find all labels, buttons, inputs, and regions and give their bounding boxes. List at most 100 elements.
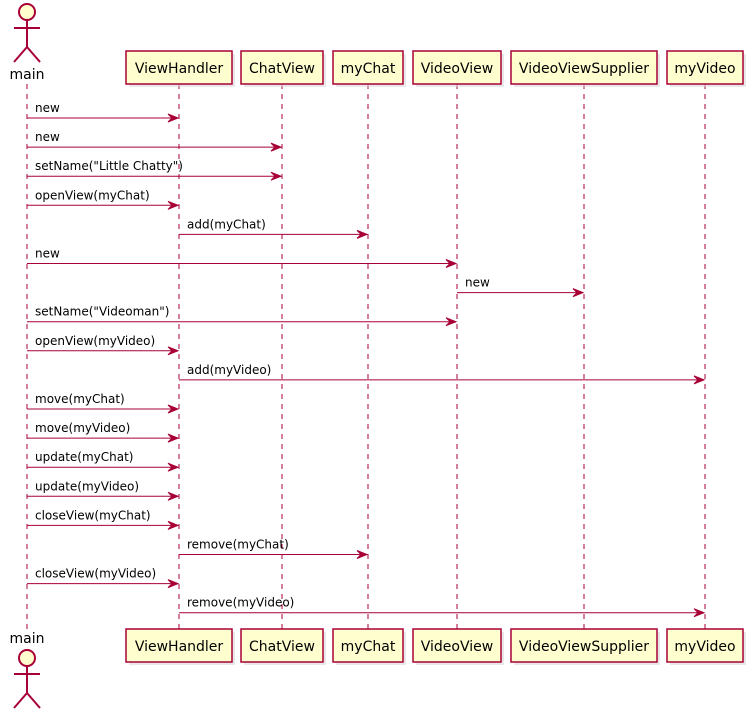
message-18: remove(myVideo) bbox=[179, 596, 706, 618]
bottom-videoview-box: VideoView bbox=[412, 628, 504, 665]
message-label: remove(myChat) bbox=[187, 538, 289, 552]
message-arrow-head bbox=[572, 288, 585, 298]
message-arrow-head bbox=[167, 346, 180, 356]
top-videoview-box: VideoView bbox=[412, 50, 504, 87]
message-label: new bbox=[35, 247, 60, 261]
message-arrow-head bbox=[167, 520, 180, 530]
message-5: add(myChat) bbox=[179, 217, 369, 239]
top-videoview-box-label: VideoView bbox=[421, 61, 493, 77]
message-7: new bbox=[457, 276, 585, 298]
message-3: setName("Little Chatty") bbox=[27, 159, 283, 181]
bottom-chatview-box: ChatView bbox=[240, 628, 326, 665]
message-2: new bbox=[27, 130, 283, 152]
bottom-myvideo-box-label: myVideo bbox=[674, 639, 735, 655]
top-myvideo-box-rect bbox=[666, 50, 744, 85]
bottom-chatview-box-label: ChatView bbox=[249, 639, 315, 655]
bottom-main-actor-leg-right bbox=[26, 692, 41, 709]
message-11: move(myChat) bbox=[27, 392, 180, 414]
message-arrow-head bbox=[356, 550, 369, 559]
message-8: setName("Videoman") bbox=[27, 305, 458, 327]
top-videoviewsupplier-box-rect bbox=[510, 50, 658, 85]
message-14: update(myVideo) bbox=[27, 479, 180, 501]
bottom-viewhandler-box: ViewHandler bbox=[125, 628, 235, 665]
message-label: closeView(myVideo) bbox=[35, 567, 156, 581]
bottom-videoview-box-label: VideoView bbox=[421, 639, 493, 655]
message-label: remove(myVideo) bbox=[187, 596, 294, 610]
message-arrow-head bbox=[693, 608, 706, 618]
message-arrow-head bbox=[167, 200, 180, 210]
top-myvideo-box: myVideo bbox=[666, 50, 746, 87]
bottom-videoview-box-rect bbox=[412, 628, 502, 663]
bottom-main-actor-head bbox=[18, 649, 36, 667]
message-arrow-head bbox=[356, 229, 369, 239]
top-viewhandler-box-rect bbox=[125, 50, 233, 85]
top-main-actor-label: main bbox=[10, 67, 45, 83]
top-chatview-box-rect bbox=[240, 50, 324, 85]
message-label: new bbox=[35, 130, 60, 144]
bottom-main-actor-leg-left bbox=[13, 692, 28, 709]
message-arrow-head bbox=[167, 462, 180, 472]
message-4: openView(myChat) bbox=[27, 188, 180, 210]
top-mychat-box-label: myChat bbox=[341, 61, 396, 77]
message-arrow-head bbox=[693, 375, 706, 385]
message-arrow-head bbox=[270, 142, 283, 152]
message-label: closeView(myChat) bbox=[35, 508, 151, 522]
top-videoviewsupplier-box-label: VideoViewSupplier bbox=[519, 61, 649, 77]
participants-top: main ViewHandler ChatView myChat VideoView Vi… bbox=[10, 3, 746, 87]
bottom-videoviewsupplier-box-label: VideoViewSupplier bbox=[519, 639, 649, 655]
bottom-viewhandler-box-rect bbox=[125, 628, 233, 663]
message-label: setName("Videoman") bbox=[35, 305, 169, 319]
message-6: new bbox=[27, 247, 458, 268]
lifelines bbox=[26, 84, 706, 629]
message-label: add(myVideo) bbox=[187, 363, 271, 377]
top-viewhandler-box: ViewHandler bbox=[125, 50, 235, 87]
message-10: add(myVideo) bbox=[179, 363, 706, 385]
bottom-mychat-box-rect bbox=[332, 628, 404, 663]
bottom-viewhandler-box-label: ViewHandler bbox=[135, 639, 224, 655]
bottom-chatview-box-rect bbox=[240, 628, 324, 663]
top-main-actor: main bbox=[10, 3, 45, 83]
message-label: openView(myVideo) bbox=[35, 334, 155, 348]
top-main-actor-leg-right bbox=[26, 46, 41, 63]
top-chatview-box-label: ChatView bbox=[249, 61, 315, 77]
message-12: move(myVideo) bbox=[27, 421, 180, 443]
message-arrow-head bbox=[167, 433, 180, 443]
message-label: new bbox=[35, 101, 60, 115]
bottom-myvideo-box: myVideo bbox=[666, 628, 746, 665]
message-13: update(myChat) bbox=[27, 450, 180, 472]
bottom-videoviewsupplier-box: VideoViewSupplier bbox=[510, 628, 660, 665]
message-label: setName("Little Chatty") bbox=[35, 159, 183, 173]
top-viewhandler-box-label: ViewHandler bbox=[135, 61, 224, 77]
message-arrow-head bbox=[270, 171, 283, 181]
top-videoview-box-rect bbox=[412, 50, 502, 85]
top-mychat-box: myChat bbox=[332, 50, 406, 87]
message-arrow-head bbox=[167, 404, 180, 414]
message-9: openView(myVideo) bbox=[27, 334, 180, 356]
message-arrow-head bbox=[167, 491, 180, 501]
messages: new new setName("Little Chatty") openView(m… bbox=[27, 101, 706, 618]
bottom-videoviewsupplier-box-rect bbox=[510, 628, 658, 663]
message-arrow-head bbox=[445, 317, 458, 327]
message-label: move(myChat) bbox=[35, 392, 125, 406]
message-arrow-head bbox=[167, 113, 180, 123]
bottom-myvideo-box-rect bbox=[666, 628, 744, 663]
message-16: remove(myChat) bbox=[179, 538, 369, 559]
top-main-actor-leg-left bbox=[13, 46, 28, 63]
bottom-mychat-box-label: myChat bbox=[341, 639, 396, 655]
message-label: update(myVideo) bbox=[35, 479, 139, 493]
top-videoviewsupplier-box: VideoViewSupplier bbox=[510, 50, 660, 87]
top-myvideo-box-label: myVideo bbox=[674, 61, 735, 77]
bottom-main-actor-label: main bbox=[10, 631, 45, 647]
bottom-mychat-box: myChat bbox=[332, 628, 406, 665]
message-17: closeView(myVideo) bbox=[27, 567, 180, 589]
top-mychat-box-rect bbox=[332, 50, 404, 85]
message-label: openView(myChat) bbox=[35, 188, 150, 202]
message-arrow-head bbox=[445, 259, 458, 268]
message-label: add(myChat) bbox=[187, 217, 266, 231]
message-label: new bbox=[465, 276, 490, 290]
message-label: move(myVideo) bbox=[35, 421, 130, 435]
message-label: update(myChat) bbox=[35, 450, 133, 464]
top-chatview-box: ChatView bbox=[240, 50, 326, 87]
